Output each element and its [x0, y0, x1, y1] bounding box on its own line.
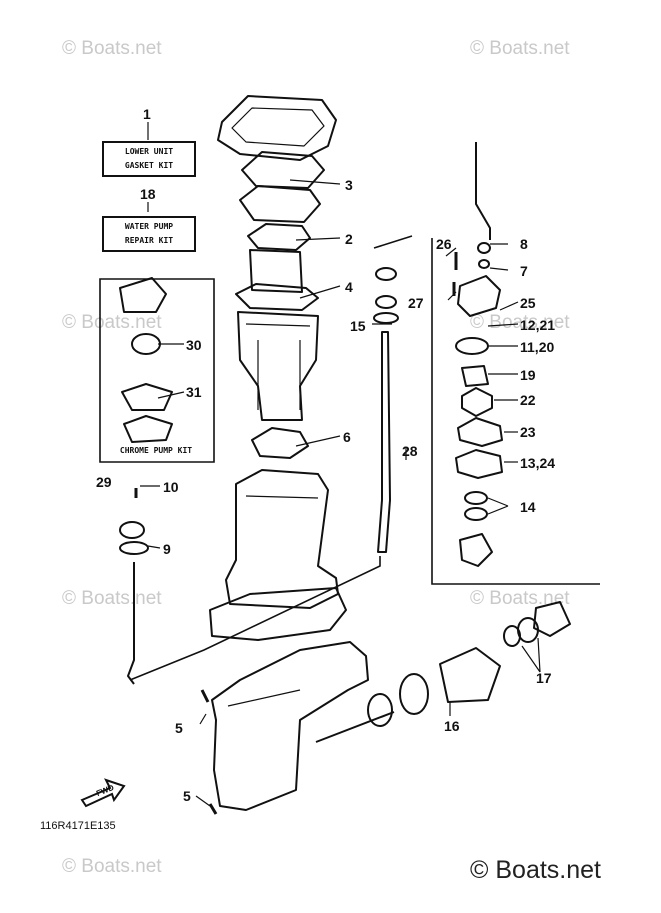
- shaft-group-line: [373, 235, 413, 249]
- callout-26: 26: [436, 236, 452, 252]
- pump-housing: [457, 275, 501, 317]
- watermark: © Boats.net: [470, 38, 570, 59]
- callout-31: 31: [186, 384, 202, 400]
- callout-27: 27: [408, 295, 424, 311]
- callout-6: 6: [343, 429, 351, 445]
- callout-2: 2: [345, 231, 353, 247]
- callout-4: 4: [345, 279, 353, 295]
- plate-31: [121, 383, 173, 411]
- insert-19: [461, 365, 489, 387]
- callout-5-upper: 5: [175, 720, 183, 736]
- callout-1: 1: [143, 106, 151, 122]
- chrome-pump-kit-label: CHROME PUMP KIT: [119, 446, 193, 455]
- chrome-pump-kit-frame: [99, 278, 215, 463]
- watermark: © Boats.net: [62, 312, 162, 333]
- plate-23: [457, 417, 503, 447]
- gearcase: [211, 641, 369, 811]
- callout-7: 7: [520, 263, 528, 279]
- water-tube: [475, 142, 491, 240]
- o-ring-11: [455, 337, 489, 355]
- callout-14: 14: [520, 499, 536, 515]
- callout-13-24: 13,24: [520, 455, 556, 471]
- anticavitation-plate: [209, 587, 347, 641]
- callout-16: 16: [444, 718, 460, 734]
- gasket-kit-line1: LOWER UNIT: [124, 147, 174, 156]
- lower-casing: [225, 469, 339, 609]
- water-pump-kit-line2: REPAIR KIT: [124, 236, 174, 245]
- callout-25: 25: [520, 295, 536, 311]
- watermark-main: © Boats.net: [470, 856, 601, 884]
- drive-shaft-housing: [237, 311, 319, 421]
- watermark: © Boats.net: [62, 588, 162, 609]
- upper-mount-plate: [217, 95, 337, 161]
- bearing-housing-16: [439, 647, 501, 703]
- watermark: © Boats.net: [62, 38, 162, 59]
- watermark: © Boats.net: [62, 856, 162, 877]
- callout-28: 28: [402, 443, 418, 459]
- drive-shaft: [377, 331, 391, 553]
- diagram-code: 116R4171E135: [40, 820, 116, 832]
- gasket-3: [241, 151, 325, 189]
- callout-18: 18: [140, 186, 156, 202]
- callout-15: 15: [350, 318, 366, 334]
- callout-29: 29: [96, 474, 112, 490]
- callout-10: 10: [163, 479, 179, 495]
- shift-rod: [127, 562, 135, 685]
- gasket-13: [455, 449, 503, 479]
- seal-housing: [459, 533, 493, 567]
- callout-19: 19: [520, 367, 536, 383]
- callout-3: 3: [345, 177, 353, 193]
- water-pump-kit-line1: WATER PUMP: [124, 222, 174, 231]
- callout-9: 9: [163, 541, 171, 557]
- gasket-6: [251, 427, 309, 459]
- callout-5-lower: 5: [183, 788, 191, 804]
- gasket-2: [247, 223, 311, 251]
- gasket-4: [235, 283, 319, 311]
- propeller-shaft: [315, 711, 395, 743]
- water-pump-kit-label: WATER PUMP REPAIR KIT: [102, 216, 196, 252]
- callout-22: 22: [520, 392, 536, 408]
- callout-12-21: 12,21: [520, 317, 556, 333]
- watermark: © Boats.net: [470, 312, 570, 333]
- insert-30: [131, 333, 161, 355]
- impeller-22: [461, 387, 493, 417]
- callout-17: 17: [536, 670, 552, 686]
- forward-arrow-icon: [80, 778, 126, 808]
- upper-casing: [249, 249, 303, 293]
- gasket-kit-line2: GASKET KIT: [124, 161, 174, 170]
- seal-17: [533, 601, 571, 637]
- pump-group-frame: [431, 238, 600, 585]
- callout-11-20: 11,20: [520, 339, 555, 355]
- callout-8: 8: [520, 236, 528, 252]
- watermark: © Boats.net: [470, 588, 570, 609]
- gasket-kit-label: LOWER UNIT GASKET KIT: [102, 141, 196, 177]
- seal-14a: [464, 491, 488, 505]
- callout-30: 30: [186, 337, 202, 353]
- shift-group-line: [129, 556, 381, 681]
- seal-14b: [464, 507, 488, 521]
- callout-23: 23: [520, 424, 536, 440]
